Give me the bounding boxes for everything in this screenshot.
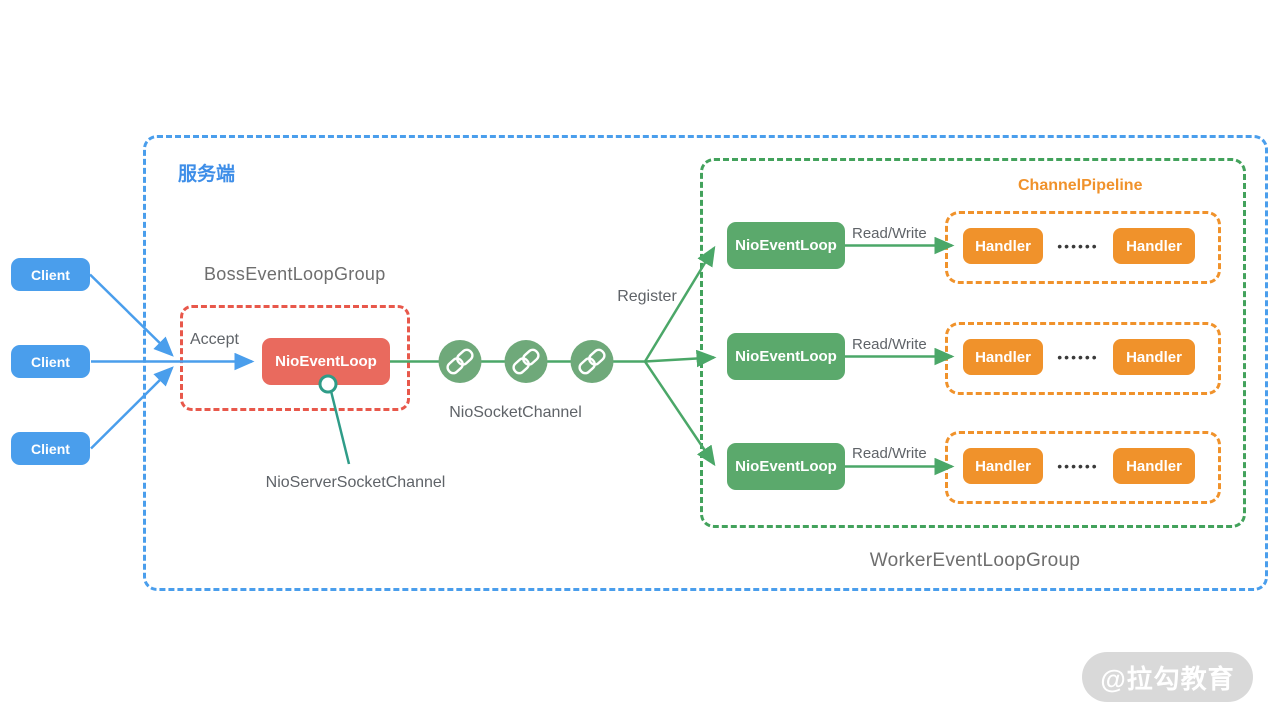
ellipsis-dots: ••••••	[1057, 349, 1099, 365]
client-box: Client	[11, 432, 90, 465]
server-group-box	[143, 135, 1268, 591]
ellipsis-dots: ••••••	[1057, 238, 1099, 254]
nio-socket-channel-label: NioSocketChannel	[449, 404, 582, 421]
handler-box: Handler	[1113, 448, 1195, 484]
worker-nio-event-loop-box: NioEventLoop	[727, 222, 845, 269]
worker-group-title: WorkerEventLoopGroup	[869, 550, 1081, 571]
handler-box: Handler	[1113, 339, 1195, 375]
handler-box: Handler	[963, 448, 1043, 484]
boss-event-loop-group-box	[180, 305, 410, 411]
read-write-label: Read/Write	[852, 445, 927, 462]
watermark-badge: @拉勾教育	[1082, 652, 1253, 702]
worker-nio-event-loop-box: NioEventLoop	[727, 443, 845, 490]
channel-pipeline-title: ChannelPipeline	[1018, 177, 1143, 194]
register-label: Register	[617, 288, 677, 305]
handler-box: Handler	[963, 339, 1043, 375]
boss-nio-event-loop-box: NioEventLoop	[262, 338, 390, 385]
ellipsis-dots: ••••••	[1057, 458, 1099, 474]
accept-label: Accept	[190, 331, 239, 348]
server-group-label: 服务端	[178, 164, 236, 185]
handler-box: Handler	[963, 228, 1043, 264]
read-write-label: Read/Write	[852, 336, 927, 353]
handler-box: Handler	[1113, 228, 1195, 264]
client-box: Client	[11, 345, 90, 378]
client-box: Client	[11, 258, 90, 291]
boss-group-title: BossEventLoopGroup	[204, 264, 386, 284]
read-write-label: Read/Write	[852, 225, 927, 242]
worker-nio-event-loop-box: NioEventLoop	[727, 333, 845, 380]
nio-server-socket-channel-label: NioServerSocketChannel	[265, 474, 446, 491]
